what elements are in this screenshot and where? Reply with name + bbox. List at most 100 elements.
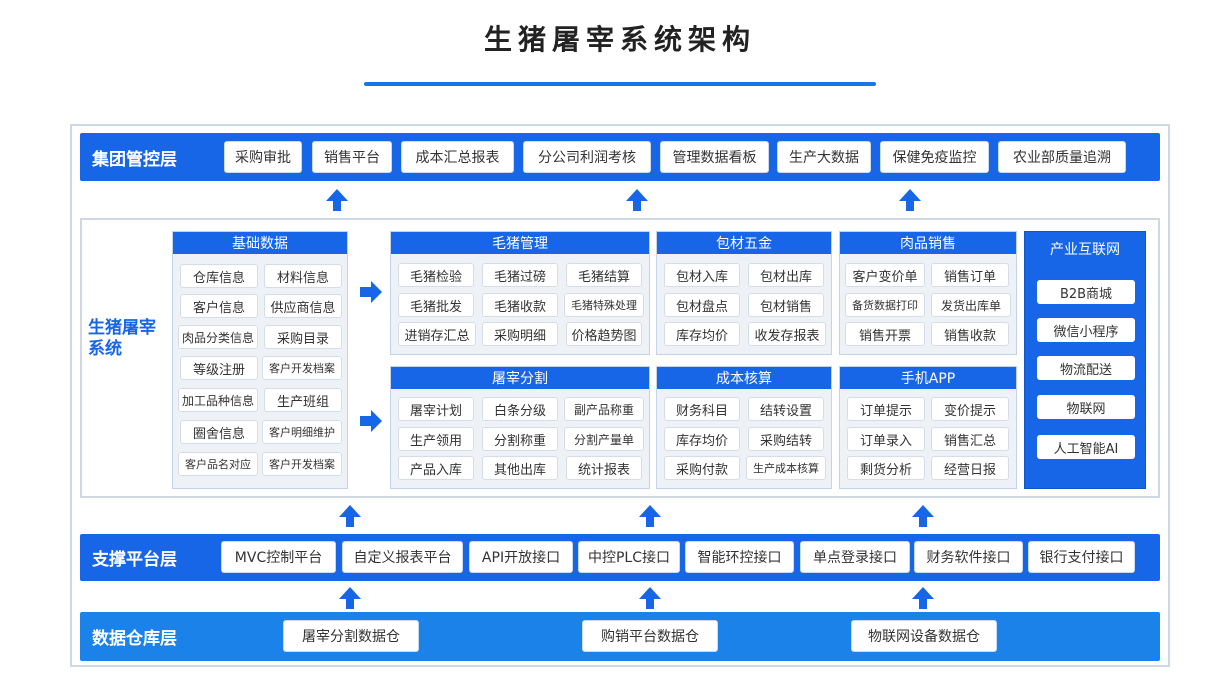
panel-hog-management-title: 毛猪管理 [391, 232, 649, 254]
hog-item[interactable]: 毛猪检验 [398, 263, 474, 287]
base-item[interactable]: 仓库信息 [180, 264, 258, 288]
mobile-item[interactable]: 变价提示 [931, 397, 1009, 421]
cost-item[interactable]: 采购结转 [748, 427, 824, 451]
slaughter-item[interactable]: 副产品称重 [564, 397, 644, 421]
data-item-trade-warehouse[interactable]: 购销平台数据仓 [582, 620, 718, 652]
base-item[interactable]: 客户品名对应 [178, 452, 258, 476]
hog-item[interactable]: 毛猪特殊处理 [564, 293, 644, 317]
packaging-item[interactable]: 库存均价 [664, 322, 740, 346]
slaughter-item[interactable]: 分割称重 [482, 427, 558, 451]
hog-item[interactable]: 毛猪结算 [566, 263, 642, 287]
top-item-branch-profit-review[interactable]: 分公司利润考核 [523, 141, 651, 173]
arrow-up-icon [912, 587, 934, 609]
packaging-item[interactable]: 包材出库 [748, 263, 824, 287]
base-item[interactable]: 圈舍信息 [180, 420, 258, 444]
arrow-right-icon [360, 410, 382, 432]
hog-item[interactable]: 价格趋势图 [566, 322, 642, 346]
top-item-health-immunity-monitor[interactable]: 保健免疫监控 [880, 141, 989, 173]
support-item-bank-pay[interactable]: 银行支付接口 [1028, 541, 1135, 573]
base-item[interactable]: 等级注册 [180, 356, 258, 380]
top-item-production-big-data[interactable]: 生产大数据 [777, 141, 871, 173]
arrow-up-icon [639, 587, 661, 609]
slaughter-item[interactable]: 统计报表 [566, 456, 642, 480]
support-item-finance[interactable]: 财务软件接口 [914, 541, 1023, 573]
mobile-item[interactable]: 销售汇总 [931, 427, 1009, 451]
data-item-iot-warehouse[interactable]: 物联网设备数据仓 [851, 620, 997, 652]
industry-item[interactable]: 物联网 [1037, 395, 1135, 419]
meat-sales-item[interactable]: 客户变价单 [845, 263, 925, 287]
data-warehouse-label: 数据仓库层 [92, 629, 177, 649]
base-item[interactable]: 加工品种信息 [178, 388, 258, 412]
support-item-api[interactable]: API开放接口 [469, 541, 573, 573]
hog-item[interactable]: 进销存汇总 [398, 322, 476, 346]
industry-item[interactable]: 人工智能AI [1037, 435, 1135, 459]
packaging-item[interactable]: 包材盘点 [664, 293, 740, 317]
base-item[interactable]: 生产班组 [264, 388, 342, 412]
industrial-internet-title: 产业互联网 [1050, 242, 1120, 258]
top-item-management-dashboard[interactable]: 管理数据看板 [660, 141, 769, 173]
hog-item[interactable]: 毛猪收款 [482, 293, 558, 317]
base-item[interactable]: 采购目录 [264, 325, 342, 349]
core-system-label: 生猪屠宰系统 [88, 318, 156, 359]
base-item[interactable]: 客户开发档案 [262, 356, 342, 380]
cost-item[interactable]: 采购付款 [664, 456, 740, 480]
meat-sales-item[interactable]: 发货出库单 [931, 293, 1011, 317]
industry-item[interactable]: 物流配送 [1037, 356, 1135, 380]
panel-cost-title: 成本核算 [657, 367, 831, 389]
meat-sales-item[interactable]: 销售订单 [931, 263, 1009, 287]
hog-item[interactable]: 采购明细 [482, 322, 558, 346]
cost-item[interactable]: 库存均价 [664, 427, 740, 451]
base-item[interactable]: 客户明细维护 [262, 420, 342, 444]
cost-item[interactable]: 财务科目 [664, 397, 740, 421]
base-item[interactable]: 材料信息 [264, 264, 342, 288]
support-item-mvc[interactable]: MVC控制平台 [221, 541, 336, 573]
industry-item[interactable]: 微信小程序 [1037, 318, 1135, 342]
packaging-item[interactable]: 包材销售 [748, 293, 824, 317]
top-item-cost-summary-report[interactable]: 成本汇总报表 [401, 141, 514, 173]
group-control-label: 集团管控层 [92, 149, 177, 170]
page-title: 生猪屠宰系统架构 [483, 23, 756, 56]
hog-item[interactable]: 毛猪过磅 [482, 263, 558, 287]
slaughter-item[interactable]: 分割产量单 [564, 427, 644, 451]
top-item-sales-platform[interactable]: 销售平台 [312, 141, 392, 173]
packaging-item[interactable]: 收发存报表 [748, 322, 826, 346]
slaughter-item[interactable]: 产品入库 [398, 456, 474, 480]
industry-item[interactable]: B2B商城 [1037, 280, 1135, 304]
slaughter-item[interactable]: 白条分级 [482, 397, 558, 421]
meat-sales-item[interactable]: 销售收款 [931, 322, 1009, 346]
hog-item[interactable]: 毛猪批发 [398, 293, 474, 317]
arrow-up-icon [339, 587, 361, 609]
arrow-up-icon [339, 505, 361, 527]
support-item-env-control[interactable]: 智能环控接口 [685, 541, 794, 573]
meat-sales-item[interactable]: 备货数据打印 [845, 293, 925, 317]
mobile-item[interactable]: 订单提示 [847, 397, 925, 421]
arrow-up-icon [626, 189, 648, 211]
meat-sales-item[interactable]: 销售开票 [845, 322, 925, 346]
cost-item[interactable]: 结转设置 [748, 397, 824, 421]
top-item-purchase-approval[interactable]: 采购审批 [224, 141, 302, 173]
support-item-plc[interactable]: 中控PLC接口 [578, 541, 680, 573]
packaging-item[interactable]: 包材入库 [664, 263, 740, 287]
base-item[interactable]: 供应商信息 [264, 294, 342, 318]
arrow-right-icon [360, 281, 382, 303]
panel-industrial-internet: 产业互联网 B2B商城 微信小程序 物流配送 物联网 人工智能AI [1024, 231, 1146, 489]
top-item-ministry-quality-trace[interactable]: 农业部质量追溯 [998, 141, 1126, 173]
arrow-up-icon [639, 505, 661, 527]
panel-packaging-title: 包材五金 [657, 232, 831, 254]
base-item[interactable]: 客户开发档案 [262, 452, 342, 476]
base-item[interactable]: 客户信息 [180, 294, 258, 318]
arrow-up-icon [912, 505, 934, 527]
mobile-item[interactable]: 剩货分析 [847, 456, 925, 480]
slaughter-item[interactable]: 其他出库 [482, 456, 558, 480]
base-item[interactable]: 肉品分类信息 [178, 325, 258, 349]
cost-item[interactable]: 生产成本核算 [746, 456, 826, 480]
support-item-sso[interactable]: 单点登录接口 [800, 541, 910, 573]
mobile-item[interactable]: 订单录入 [847, 427, 925, 451]
data-item-slaughter-warehouse[interactable]: 屠宰分割数据仓 [283, 620, 419, 652]
slaughter-item[interactable]: 生产领用 [398, 427, 474, 451]
panel-slaughter-title: 屠宰分割 [391, 367, 649, 389]
support-item-custom-report[interactable]: 自定义报表平台 [342, 541, 463, 573]
mobile-item[interactable]: 经营日报 [931, 456, 1009, 480]
slaughter-item[interactable]: 屠宰计划 [398, 397, 474, 421]
title-underline [364, 82, 876, 86]
